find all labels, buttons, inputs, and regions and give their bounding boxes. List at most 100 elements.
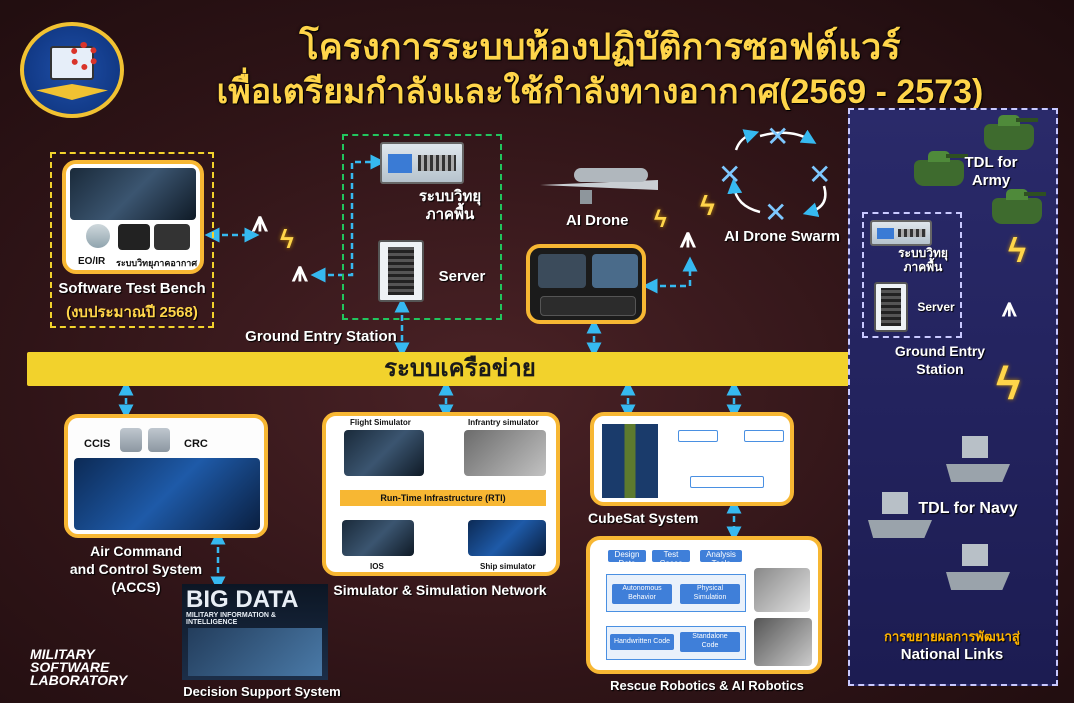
ship-bridge-icon-3 xyxy=(962,544,988,566)
infantry-simulator-photo xyxy=(464,430,546,476)
tank-icon-3 xyxy=(992,189,1046,224)
simulation-card[interactable]: Flight Simulator Infrantry simulator Run… xyxy=(322,412,560,576)
server-rack[interactable] xyxy=(378,240,424,302)
ground-entry-station-frame xyxy=(342,134,502,320)
big-data-subtitle: MILITARY INFORMATION & INTELLIGENCE xyxy=(186,612,276,626)
cubesat-image xyxy=(602,424,658,498)
radio-tower-icon-3: ⩚ xyxy=(680,222,696,253)
server-label: Server xyxy=(438,268,486,285)
military-software-laboratory-logo: MILITARY SOFTWARE LABORATORY xyxy=(30,646,128,688)
ground-entry-station-label: Ground Entry Station xyxy=(245,328,397,345)
tank-icon xyxy=(984,115,1038,150)
cubesat-block-1 xyxy=(678,430,718,442)
navy-server-rack[interactable] xyxy=(874,282,908,332)
cubesat-label: CubeSat System xyxy=(588,510,699,526)
navy-server-label: Server xyxy=(917,300,955,314)
swarm-drone-icon xyxy=(766,120,792,153)
gcs-screen-right xyxy=(592,254,638,288)
database-icon-2 xyxy=(148,428,170,452)
gcs-keyboard xyxy=(540,296,636,316)
software-test-bench-frame xyxy=(50,152,214,328)
navy-radio-tower-icon: ⩚ xyxy=(1002,292,1017,322)
dss-label: Decision Support System xyxy=(183,684,341,699)
tdl-army-label: TDL for Army xyxy=(964,154,1018,189)
ios-label: IOS xyxy=(370,562,384,571)
ai-drone-image xyxy=(540,158,658,210)
ground-radio-label: ระบบวิทยุ ภาคพื้น xyxy=(418,188,482,223)
software-test-bench-card[interactable]: EO/IR ระบบวิทยุภาคอากาศ xyxy=(62,160,204,274)
tank-icon-2 xyxy=(914,151,968,186)
navy-bolt-icon-2: ϟ xyxy=(996,357,1021,409)
ship-simulator-photo xyxy=(468,520,546,556)
simulation-label: Simulator & Simulation Network xyxy=(333,582,547,598)
flight-simulator-label: Flight Simulator xyxy=(350,418,411,427)
flight-simulator-photo xyxy=(344,430,424,476)
eo-ir-camera-icon xyxy=(86,224,110,248)
big-data-photo xyxy=(188,628,322,676)
crc-label: CRC xyxy=(184,438,208,450)
rti-bar: Run-Time Infrastructure (RTI) xyxy=(340,490,546,506)
ship-bridge-icon xyxy=(962,436,988,458)
navy-radio-unit[interactable] xyxy=(870,220,932,246)
software-test-bench-label: Software Test Bench xyxy=(58,280,206,297)
ios-photo xyxy=(342,520,414,556)
infantry-simulator-label: Infrantry simulator xyxy=(468,418,539,427)
cubesat-block-3 xyxy=(690,476,764,488)
cubesat-card[interactable] xyxy=(590,412,794,506)
accs-card[interactable]: CCIS CRC xyxy=(64,414,268,538)
test-cases-box: Test Cases xyxy=(652,550,690,568)
analysis-tools-box: Analysis Tools xyxy=(700,550,742,568)
signal-bolt-icon-2: ϟ xyxy=(700,190,715,221)
big-data-poster: BIG DATA MILITARY INFORMATION & INTELLIG… xyxy=(182,584,328,680)
accs-label: Air Command and Control System (ACCS) xyxy=(69,543,203,595)
signal-bolt-icon-3: ϟ xyxy=(654,206,667,233)
national-links-label: National Links xyxy=(900,646,1004,663)
ship-bridge-icon-2 xyxy=(882,492,908,514)
handwritten-code-box: Handwritten Code xyxy=(610,634,674,650)
air-force-logo xyxy=(20,22,124,118)
ship-simulator-label: Ship simulator xyxy=(480,562,536,571)
radio-unit-icon xyxy=(118,224,150,250)
design-data-box: Design Data xyxy=(608,550,646,568)
tdl-navy-label: TDL for Navy xyxy=(918,500,1018,517)
ship-icon-2 xyxy=(868,520,932,538)
ai-drone-swarm-label: AI Drone Swarm xyxy=(724,228,840,245)
robot-dog-photo xyxy=(754,568,810,612)
title-line-2: เพื่อเตรียมกำลังและใช้กำลังทางอากาศ(2569… xyxy=(216,73,984,111)
eo-ir-label: EO/IR xyxy=(78,256,106,267)
swarm-drone-icon-2 xyxy=(718,158,744,191)
cubesat-block-2 xyxy=(744,430,784,442)
database-icon xyxy=(120,428,142,452)
radio-tower-icon: ⩚ xyxy=(252,206,268,237)
swarm-drone-icon-3 xyxy=(808,158,834,191)
robot-arm-photo xyxy=(754,618,812,666)
national-links-thai-label: การขยายผลการพัฒนาสู่ xyxy=(884,629,1020,644)
ship-icon xyxy=(946,464,1010,482)
navy-bolt-icon: ϟ xyxy=(1008,232,1026,270)
big-data-title: BIG DATA xyxy=(186,586,299,613)
radio-unit-icon-2 xyxy=(154,224,190,250)
gcs-screen-left xyxy=(538,254,586,288)
ground-radio-unit[interactable] xyxy=(380,142,464,184)
control-room-photo xyxy=(70,168,196,220)
ai-drone-label: AI Drone xyxy=(566,212,629,229)
ground-control-station-card[interactable] xyxy=(526,244,646,324)
navy-ground-entry-label: Ground Entry Station xyxy=(894,343,986,377)
autonomous-behavior-box: Autonomous Behavior xyxy=(612,584,672,604)
signal-bolt-icon: ϟ xyxy=(280,224,294,254)
title-line-1: โครงการระบบห้องปฏิบัติการซอฟต์แวร์ xyxy=(299,26,901,67)
air-radio-label: ระบบวิทยุภาคอากาศ xyxy=(116,258,198,268)
swarm-drone-icon-4 xyxy=(764,196,790,229)
robotics-label: Rescue Robotics & AI Robotics xyxy=(610,678,804,693)
network-bar: ระบบเครือข่าย xyxy=(27,352,893,386)
navy-station-frame xyxy=(862,212,962,338)
robotics-card[interactable]: Design Data Test Cases Analysis Tools Au… xyxy=(586,536,822,674)
software-test-bench-budget: (งบประมาณปี 2568) xyxy=(66,304,198,321)
radio-tower-icon-2: ⩚ xyxy=(292,256,308,287)
standalone-code-box: Standalone Code xyxy=(680,632,740,652)
ship-icon-3 xyxy=(946,572,1010,590)
command-center-photo xyxy=(74,458,260,530)
physical-simulation-box: Physical Simulation xyxy=(680,584,740,604)
navy-radio-label: ระบบวิทยุ ภาคพื้น xyxy=(898,246,948,274)
ccis-label: CCIS xyxy=(84,438,111,450)
